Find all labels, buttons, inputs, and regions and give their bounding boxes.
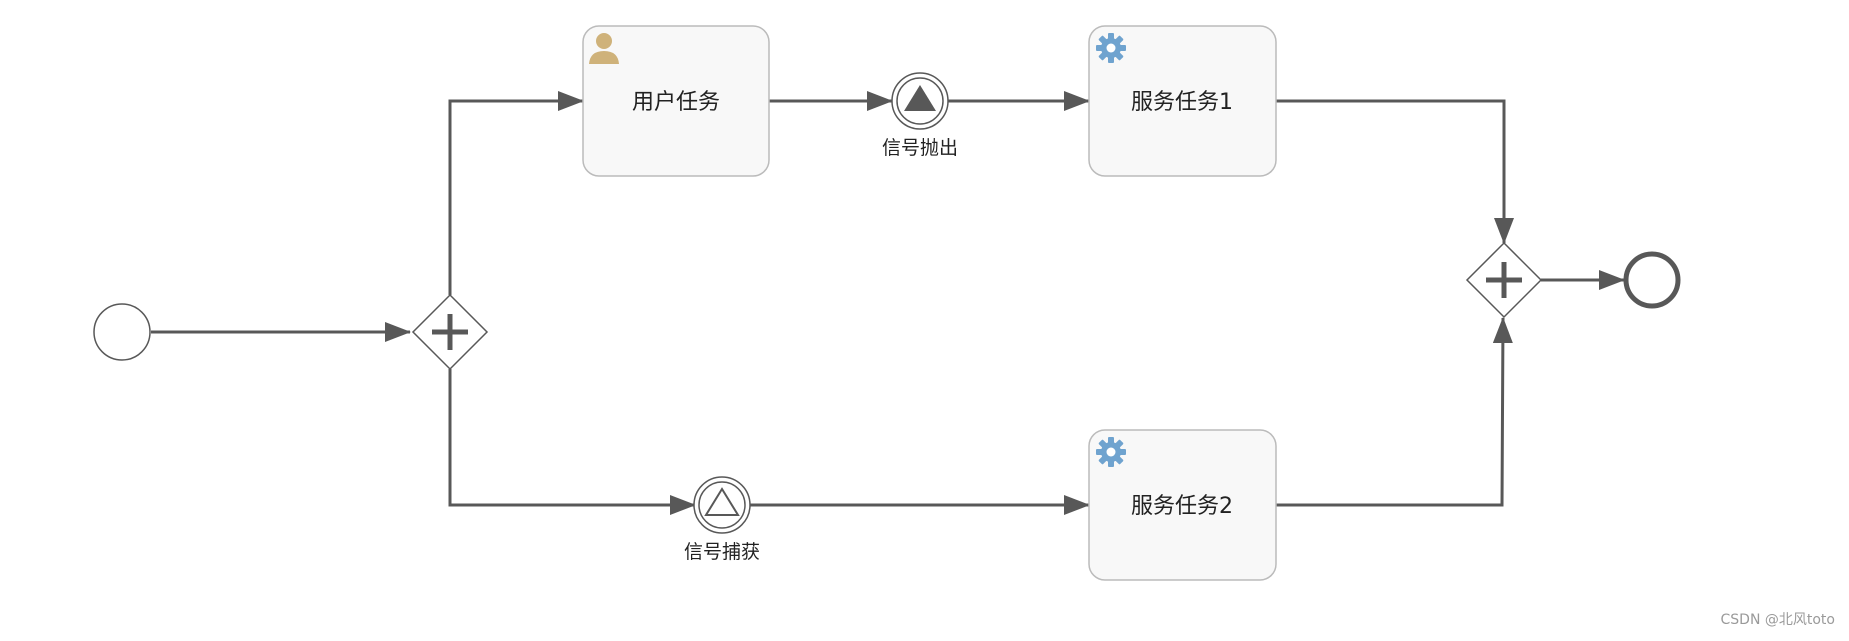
user-task[interactable]: 用户任务: [582, 25, 770, 177]
signal-catch-label: 信号捕获: [684, 541, 760, 563]
plus-icon: [432, 314, 468, 350]
service-task-2[interactable]: 服务任务2: [1088, 429, 1277, 581]
signal-catch-icon: [704, 487, 740, 516]
plus-icon: [1486, 262, 1522, 298]
flow-fork-to-signal-catch[interactable]: [448, 369, 696, 515]
service-task-2-label: 服务任务2: [1131, 494, 1233, 519]
flow-service-task-1-to-join[interactable]: [1276, 99, 1514, 244]
signal-throw-label: 信号抛出: [882, 137, 958, 159]
gear-icon: [1096, 33, 1126, 63]
signal-catch-event[interactable]: 信号捕获: [684, 476, 760, 563]
signal-throw-icon: [904, 85, 936, 111]
service-task-1[interactable]: 服务任务1: [1088, 25, 1277, 177]
parallel-gateway-join[interactable]: [1465, 241, 1543, 319]
end-event[interactable]: [1623, 251, 1681, 309]
parallel-gateway-fork[interactable]: [411, 293, 489, 371]
gear-icon: [1096, 437, 1126, 467]
service-task-1-label: 服务任务1: [1131, 90, 1233, 115]
watermark: CSDN @北风toto: [1720, 612, 1835, 628]
flow-fork-to-user-task[interactable]: [448, 91, 584, 295]
user-task-label: 用户任务: [632, 90, 720, 115]
start-event[interactable]: [93, 303, 151, 361]
user-icon: [589, 33, 619, 64]
signal-throw-event[interactable]: 信号抛出: [882, 72, 958, 159]
flow-service-task-2-to-join[interactable]: [1276, 317, 1513, 507]
